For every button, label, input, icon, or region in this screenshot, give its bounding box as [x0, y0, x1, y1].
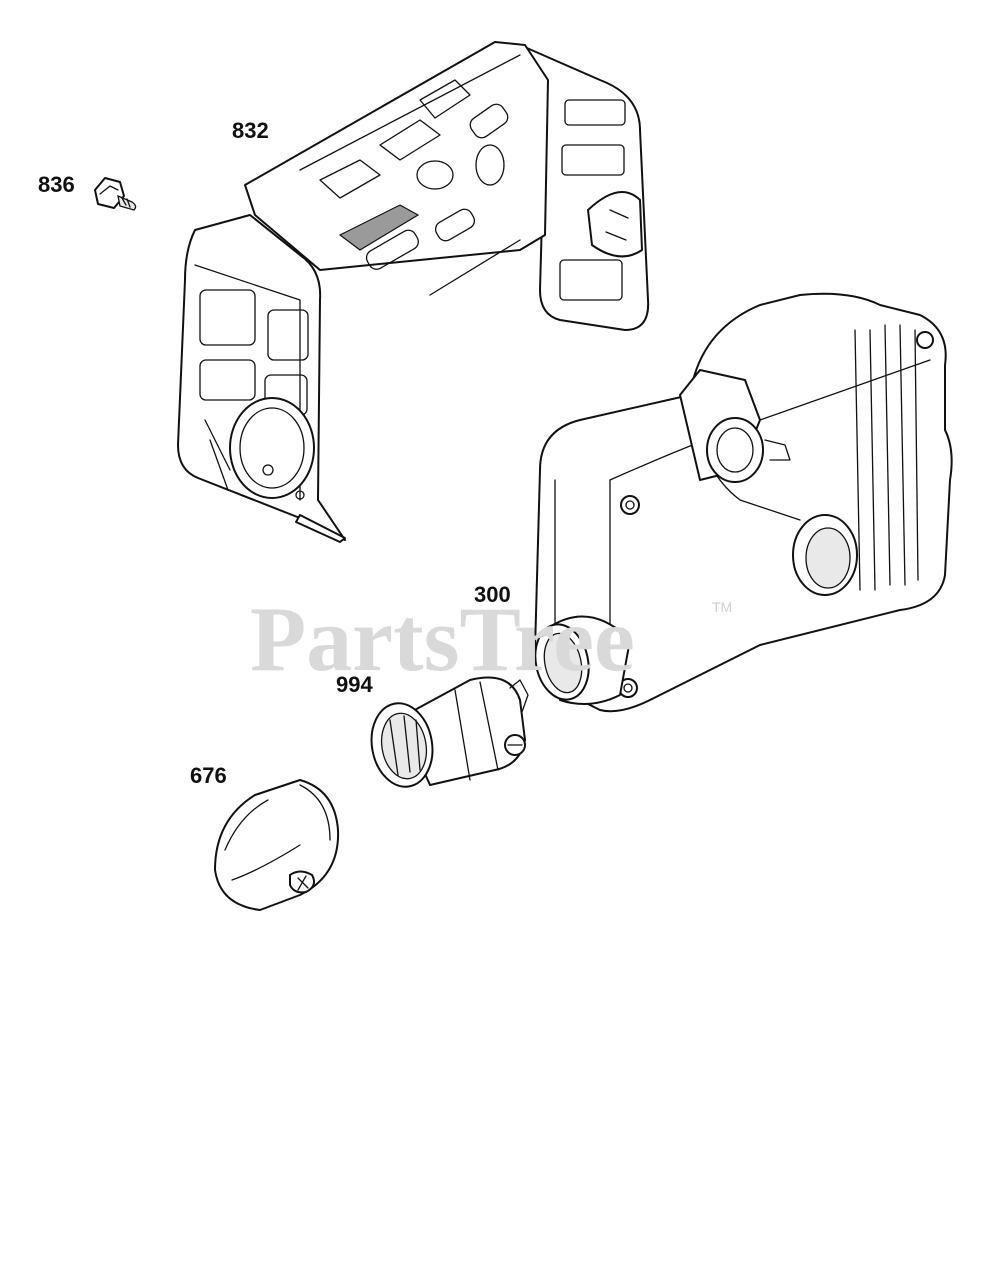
- label-836: 836: [38, 172, 75, 197]
- label-676: 676: [190, 763, 227, 788]
- watermark-text: PartsTree: [250, 588, 635, 690]
- label-994: 994: [336, 672, 373, 697]
- spark-arrestor-drawing: [370, 676, 529, 788]
- screw-drawing: [94, 177, 137, 211]
- watermark-tm: TM: [712, 599, 732, 615]
- deflector-drawing: [214, 779, 340, 911]
- label-300: 300: [474, 582, 511, 607]
- muffler-guard-drawing: [177, 41, 650, 543]
- label-832: 832: [232, 118, 269, 143]
- muffler-drawing: [534, 292, 953, 713]
